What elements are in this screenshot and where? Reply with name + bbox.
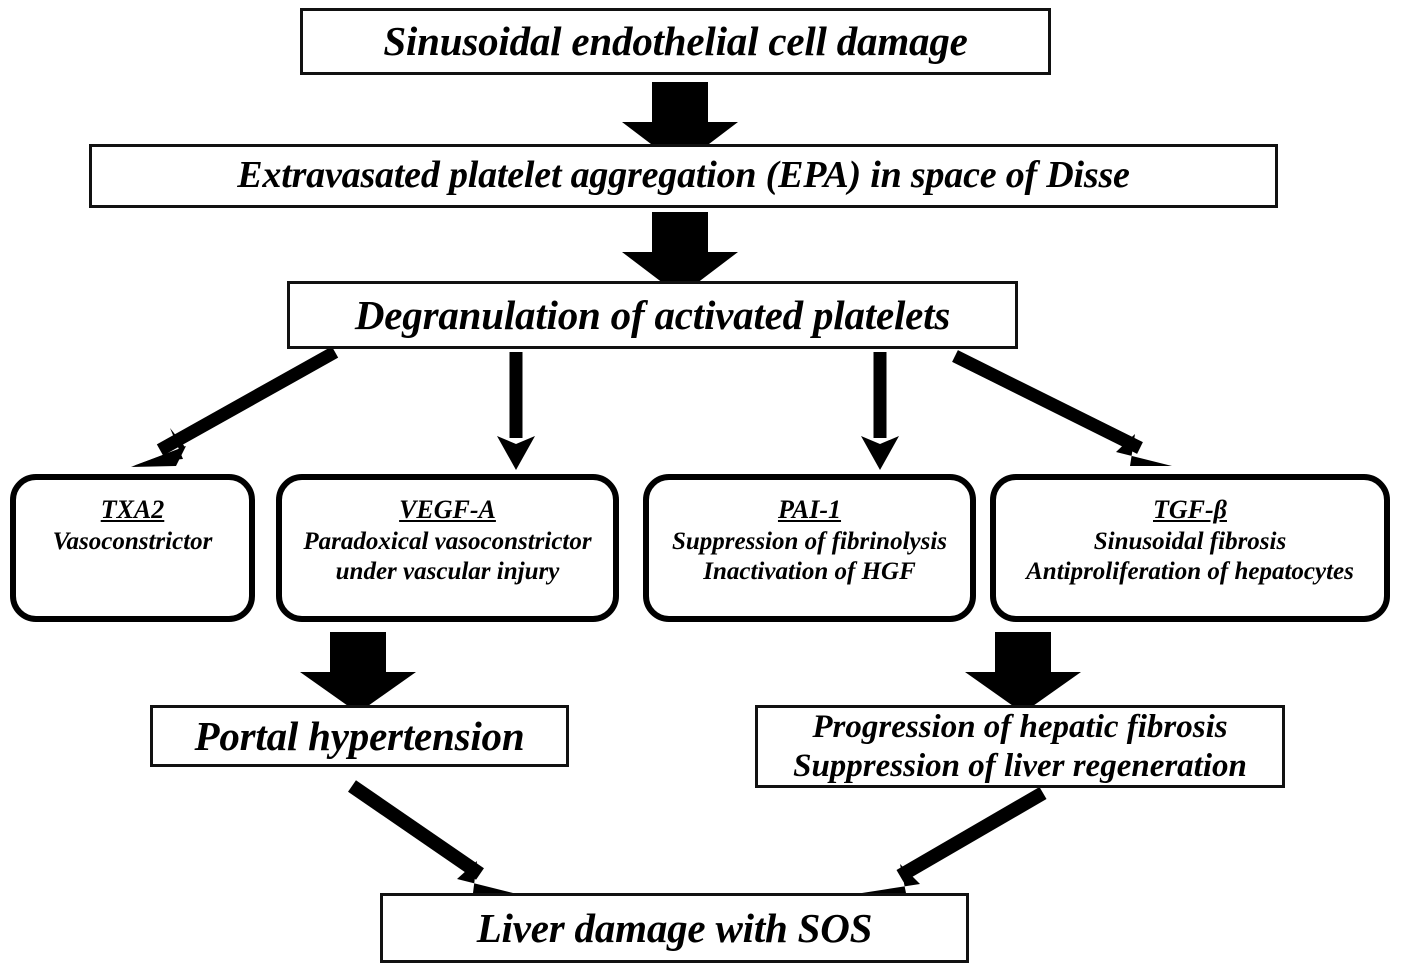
node-tgfb-head: TGF-β — [1153, 495, 1227, 524]
node-sinusoidal-endothelial-cell-damage[interactable]: Sinusoidal endothelial cell damage — [300, 8, 1051, 75]
node-liver-damage-with-sos[interactable]: Liver damage with SOS — [380, 893, 969, 963]
node-portal-hypertension[interactable]: Portal hypertension — [150, 705, 569, 767]
node-label: Liver damage with SOS — [476, 904, 873, 951]
node-vegfa-line-1: Paradoxical vasoconstrictor — [303, 528, 592, 556]
arrow-degranulation-to-txa2 — [131, 346, 339, 467]
node-label: Extravasated platelet aggregation (EPA) … — [237, 154, 1130, 197]
node-tgfb-line-1: Sinusoidal fibrosis — [1093, 528, 1287, 556]
node-pai1-line-1: Suppression of fibrinolysis — [671, 528, 948, 556]
node-vegfa-head: VEGF-A — [399, 495, 496, 524]
arrow-sinusoidal-to-epa — [622, 82, 738, 166]
arrow-portal-to-liverdamage — [348, 780, 513, 893]
node-degranulation-of-activated-platelets[interactable]: Degranulation of activated platelets — [287, 281, 1018, 349]
node-vegf-a[interactable]: VEGF-A Paradoxical vasoconstrictor under… — [276, 474, 619, 622]
node-label: Sinusoidal endothelial cell damage — [383, 18, 968, 65]
arrow-degranulation-to-tgfb — [952, 350, 1172, 466]
arrow-degranulation-to-vegfa — [497, 352, 535, 470]
node-txa2-line-1: Vasoconstrictor — [52, 528, 213, 556]
node-pai1-head: PAI-1 — [777, 495, 842, 524]
arrow-tgfb-to-fibrosis — [965, 632, 1081, 713]
node-fibrosis-line-1: Progression of hepatic fibrosis — [812, 709, 1228, 746]
node-extravasated-platelet-aggregation[interactable]: Extravasated platelet aggregation (EPA) … — [89, 144, 1278, 208]
node-txa2[interactable]: TXA2 Vasoconstrictor — [10, 474, 255, 622]
arrow-vegfa-to-portal — [300, 632, 416, 713]
node-label: Degranulation of activated platelets — [354, 291, 951, 338]
node-pai-1[interactable]: PAI-1 Suppression of fibrinolysis Inacti… — [643, 474, 976, 622]
node-pai1-line-2: Inactivation of HGF — [703, 557, 916, 585]
arrow-fibrosis-to-liverdamage — [862, 786, 1047, 893]
arrow-degranulation-to-pai1 — [861, 352, 899, 470]
node-tgf-beta[interactable]: TGF-β Sinusoidal fibrosis Antiproliferat… — [990, 474, 1390, 622]
node-txa2-head: TXA2 — [100, 495, 165, 524]
node-tgfb-line-2: Antiproliferation of hepatocytes — [1026, 557, 1354, 585]
node-fibrosis-line-2: Suppression of liver regeneration — [793, 747, 1247, 784]
node-progression-of-hepatic-fibrosis[interactable]: Progression of hepatic fibrosis Suppress… — [755, 705, 1285, 788]
arrow-epa-to-degranulation — [622, 212, 738, 296]
node-vegfa-line-2: under vascular injury — [335, 557, 560, 585]
node-label: Portal hypertension — [194, 712, 525, 759]
